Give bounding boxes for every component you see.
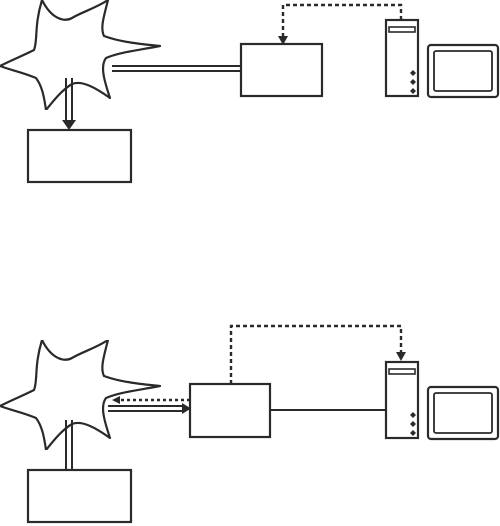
controller-to-computer-dashed-arrow: [229, 324, 406, 384]
starburst-to-controller-double-line: [112, 65, 241, 72]
controller-to-starburst-dotted-arrow: [112, 396, 190, 404]
starburst-node: [0, 0, 162, 110]
controller-box: [239, 42, 324, 98]
starburst-to-output-double-arrow: [62, 78, 76, 130]
computer-to-controller-dashed-arrow: [278, 3, 403, 45]
starburst-to-controller-double-arrow: [108, 403, 191, 414]
computer-monitor: [426, 43, 500, 99]
top-panel: [0, 0, 500, 184]
bottom-panel: [0, 324, 500, 524]
output-box: [26, 468, 133, 524]
starburst-to-output-double-line: [65, 420, 73, 470]
controller-box: [188, 382, 272, 439]
computer-tower: [384, 18, 420, 98]
computer-tower: [384, 360, 420, 440]
starburst-node: [0, 340, 162, 450]
computer-monitor: [426, 385, 500, 441]
output-box: [26, 128, 133, 184]
